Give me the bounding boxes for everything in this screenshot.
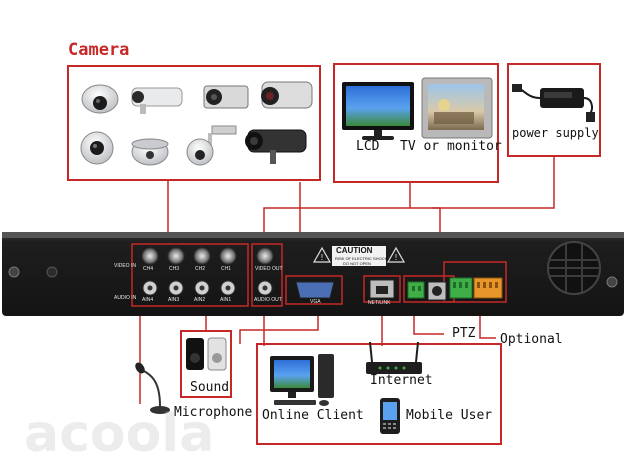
mobile-phone-icon [380,398,400,434]
tv-monitor-label: TV or monitor [400,139,502,154]
lcd-monitor-icon [342,82,414,140]
mobile-user-label: Mobile User [406,408,492,423]
sound-label: Sound [190,380,229,395]
camera-row-2 [81,126,306,165]
vga-label: VGA [310,299,321,305]
audio-in-label: AUDIO IN [114,295,136,301]
video-in-ch4 [142,248,158,264]
camera-row-1 [82,82,312,114]
ch-label-1: CH1 [221,266,231,272]
video-in-ch3 [168,248,184,264]
ceiling-dome-camera-icon [132,139,168,165]
video-out-connector [257,248,273,264]
caution-title: CAUTION [336,246,372,255]
svg-text:!: ! [320,253,323,262]
desktop-pc-icon [270,354,334,406]
svg-text:!: ! [394,253,397,262]
power-adapter-icon [512,84,595,122]
lcd-label: LCD [356,139,379,154]
video-out-label: VIDEO OUT [255,266,283,272]
video-in-ch2 [194,248,210,264]
watermark: acoola [24,404,214,464]
ch-label-4: CH4 [143,266,153,272]
dome-camera-icon [82,85,118,113]
network-port [370,280,394,298]
box-camera-icon [204,86,248,108]
tv-monitor-icon [422,78,492,138]
alarm-terminal-blocks [450,278,502,298]
online-client-label: Online Client [262,408,364,423]
audio-out-label: AUDIO OUT [254,297,282,303]
ch-label-3: CH3 [169,266,179,272]
optional-label: Optional [500,332,563,347]
power-supply-label: power supply [512,126,599,140]
camera-title: Camera [68,40,129,60]
internet-label: Internet [370,373,433,388]
power-supply-frame [508,64,600,156]
rs485-terminal [408,282,424,298]
speakers-icon [186,338,226,370]
vga-port [296,282,334,298]
video-in-ch1 [220,248,236,264]
video-in-label: VIDEO IN [114,263,136,269]
mini-dome-camera-icon [81,132,113,164]
network-label: NET/LINK [368,300,391,306]
ain-label-3: AIN3 [168,297,179,303]
infrared-camera-icon [261,82,312,108]
ptz-camera-icon [187,126,236,165]
long-range-camera-icon [245,130,306,164]
dc-power-jack [428,282,446,300]
ain-label-4: AIN4 [142,297,153,303]
ch-label-2: CH2 [195,266,205,272]
ain-label-2: AIN2 [194,297,205,303]
ptz-label: PTZ [452,326,475,341]
bullet-camera-icon [132,88,182,114]
ain-label-1: AIN1 [220,297,231,303]
router-icon [366,342,422,374]
caution-subtext-2: DO NOT OPEN [343,261,371,266]
